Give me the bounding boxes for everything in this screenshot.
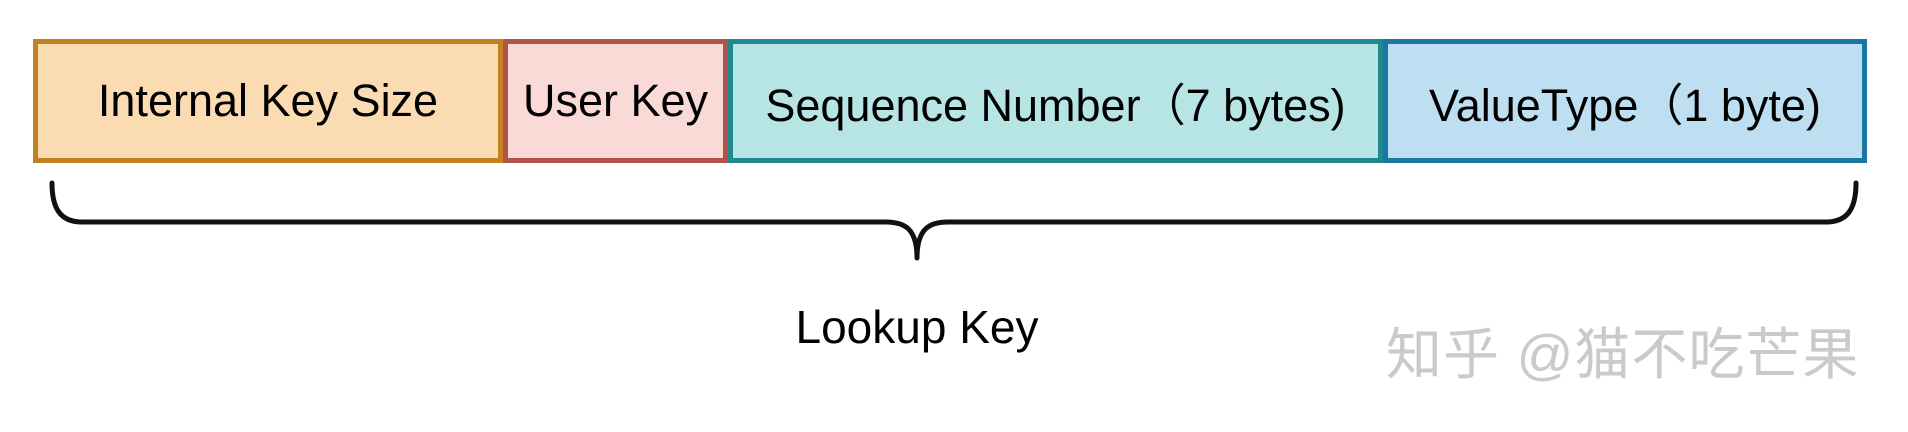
field-sequence-number-7-bytes: Sequence Number（7 bytes) [728, 39, 1383, 163]
key-fields-row: Internal Key Size User Key Sequence Number… [33, 39, 1867, 163]
field-label: User Key [522, 75, 709, 126]
watermark-text: 知乎 @猫不吃芒果 [1386, 323, 1860, 386]
field-internal-key-size: Internal Key Size [33, 39, 503, 163]
field-label: ValueType（1 byte) [1429, 79, 1821, 131]
field-valuetype-1-byte: ValueType（1 byte) [1383, 39, 1867, 163]
field-label: Internal Key Size [97, 75, 439, 126]
lookup-key-brace [48, 180, 1860, 264]
curly-brace-icon [49, 180, 1859, 261]
field-user-key: User Key [503, 39, 728, 163]
field-label: Sequence Number（7 bytes) [765, 79, 1346, 131]
lookup-key-label: Lookup Key [795, 301, 1039, 353]
